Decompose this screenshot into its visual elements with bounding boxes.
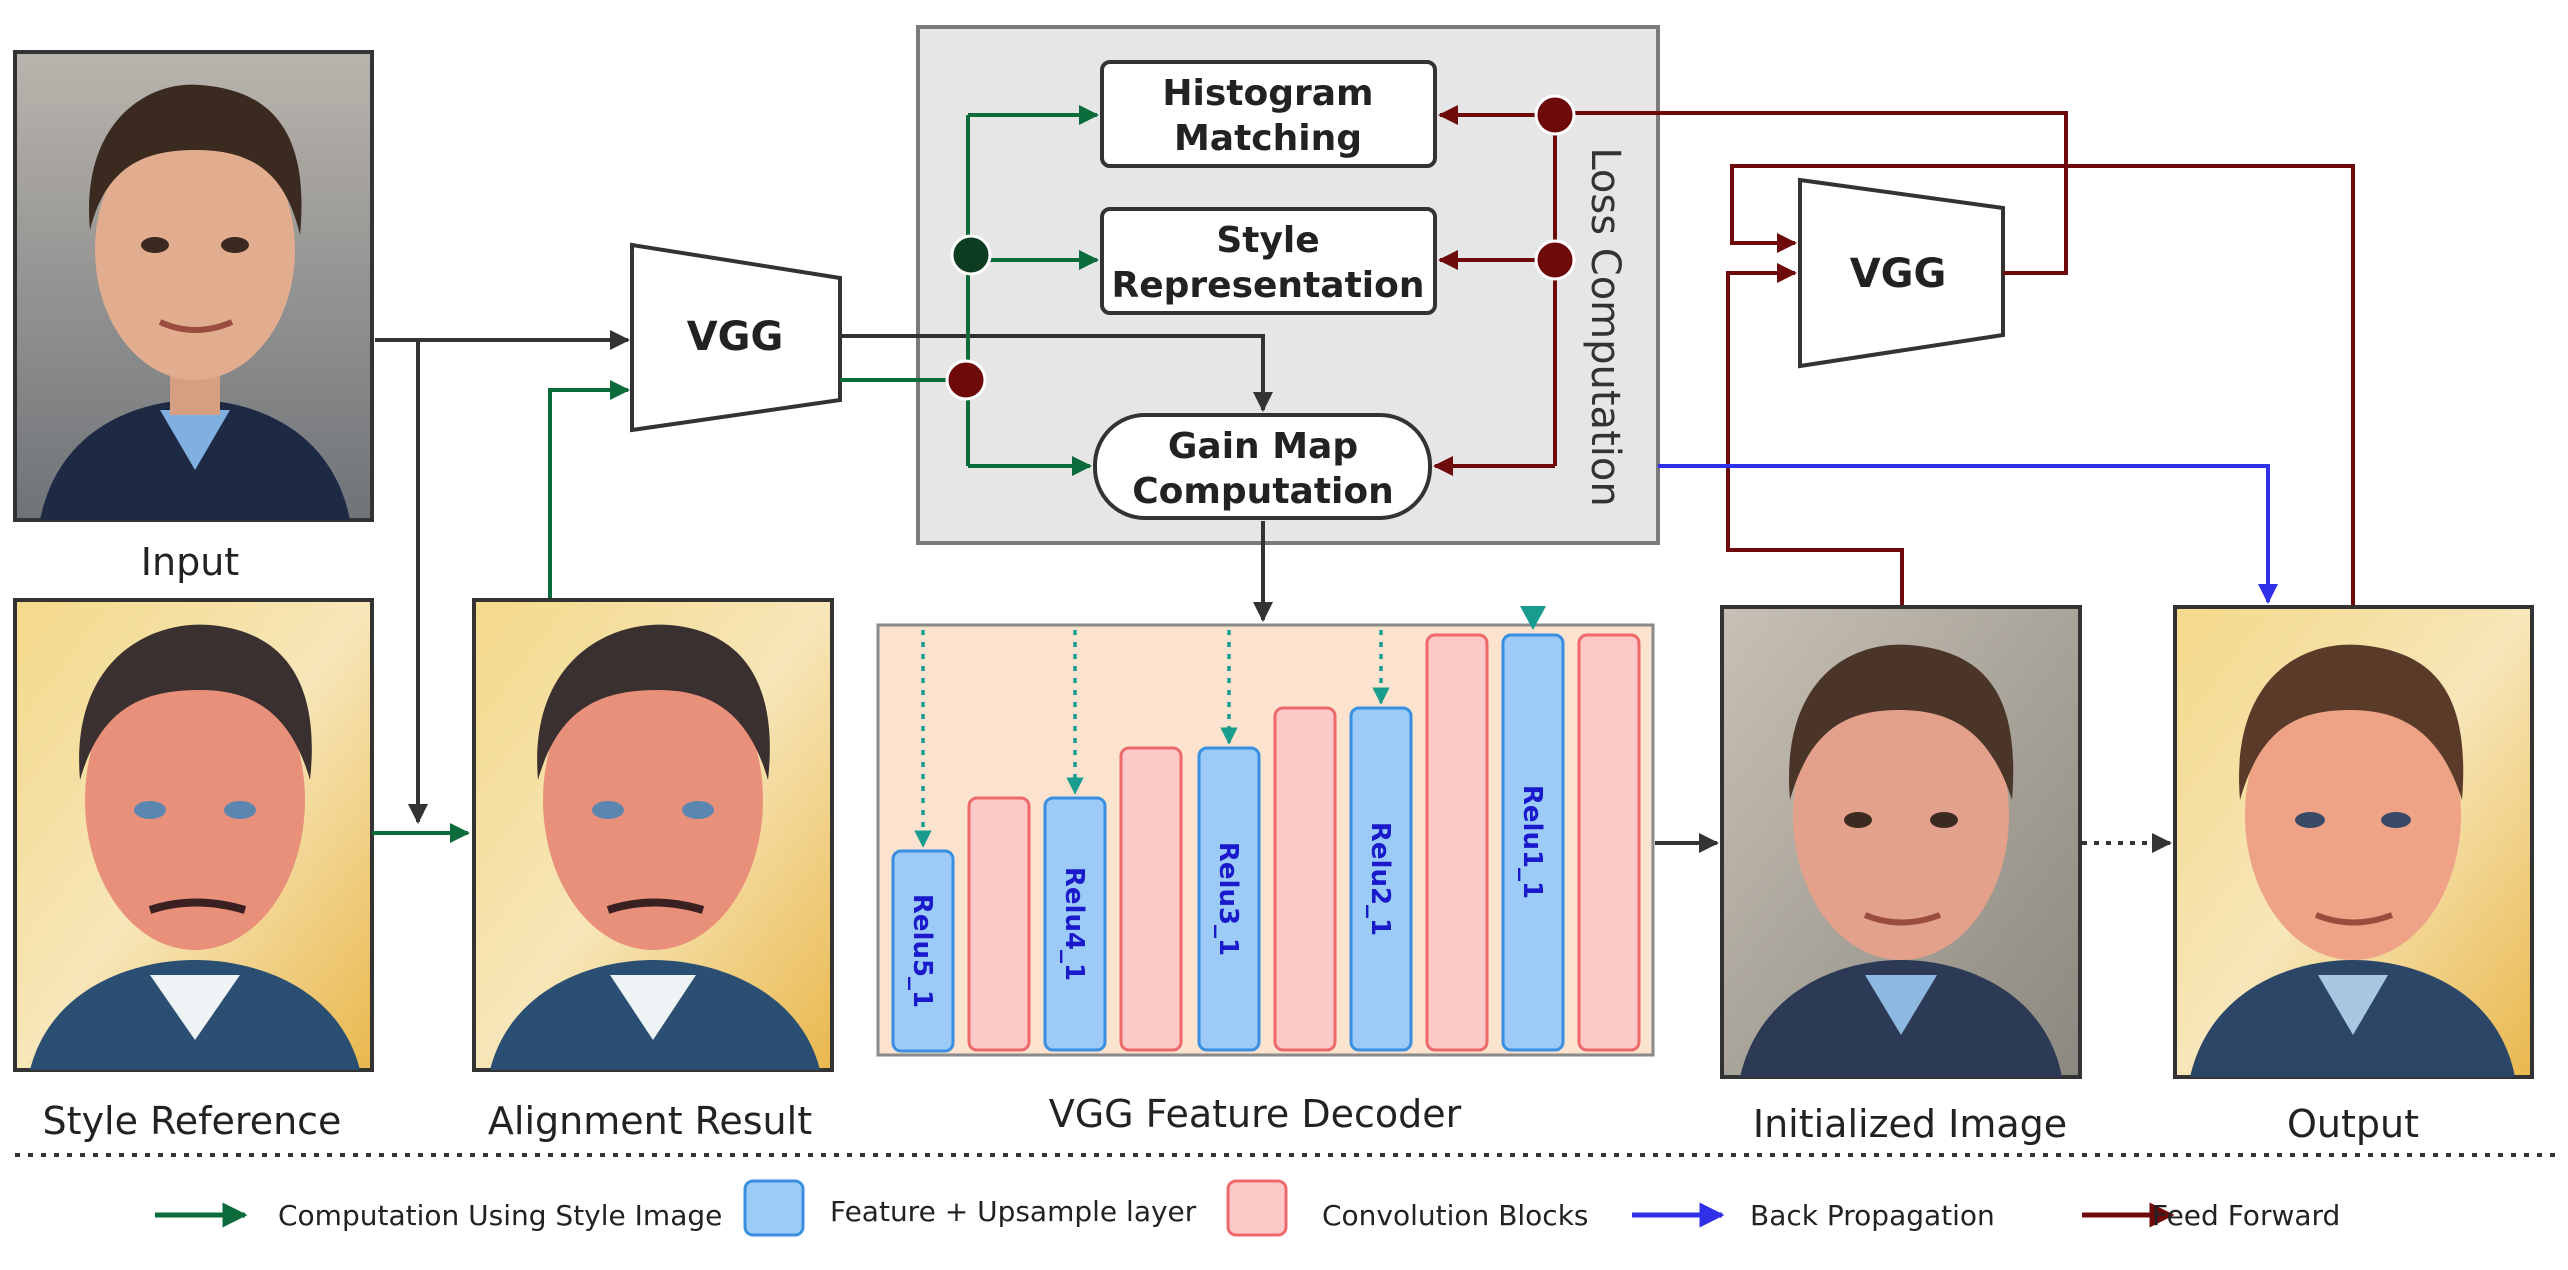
style-representation-block <box>1100 207 1437 315</box>
legend-back-propagation-text: Back Propagation <box>1750 1199 1995 1232</box>
legend-feature-swatch <box>743 1179 805 1237</box>
legend-feed-forward-text: Feed Forward <box>2152 1199 2340 1232</box>
gain-map-line1: Gain Map <box>1168 426 1358 467</box>
feed-forward-node <box>1534 94 1576 136</box>
feed-forward-node <box>1534 239 1576 281</box>
feature-layer-relu1 <box>1501 633 1565 1052</box>
green-junction-node <box>950 234 992 276</box>
vgg-left-label: VGG <box>687 314 784 360</box>
teal-dotted-arrows <box>914 630 1390 848</box>
feature-layer-relu2 <box>1349 706 1413 1052</box>
input-image <box>13 50 374 522</box>
output-image <box>2173 605 2534 1079</box>
relu5-label: Relu5_1 <box>907 894 937 1008</box>
style-reference-image <box>13 598 374 1072</box>
conv-block <box>1273 706 1337 1052</box>
conv-block <box>967 796 1031 1052</box>
initialized-image-label: Initialized Image <box>1753 1102 2067 1146</box>
gain-map-computation-block <box>1093 413 1432 520</box>
teal-arrowhead-top <box>1520 606 1546 630</box>
vgg-right-block <box>1798 177 2005 369</box>
feature-layer-relu5 <box>891 849 955 1053</box>
feature-layer-relu4 <box>1043 796 1107 1052</box>
style-reference-label: Style Reference <box>43 1099 342 1143</box>
decoder-bars <box>891 633 1641 1053</box>
vgg-left-block <box>630 242 842 433</box>
back-propagation-connector <box>1658 464 2278 604</box>
style-representation-line1: Style <box>1216 220 1319 261</box>
legend-style-computation-text: Computation Using Style Image <box>278 1199 722 1232</box>
output-label: Output <box>2287 1102 2419 1146</box>
legend-conv-text: Convolution Blocks <box>1322 1199 1589 1232</box>
legend-conv-swatch <box>1226 1179 1288 1237</box>
gain-map-line2: Computation <box>1132 471 1393 512</box>
legend-feature-text: Feature + Upsample layer <box>830 1195 1197 1228</box>
dark-connectors <box>375 330 2172 853</box>
vgg-feature-decoder-label: VGG Feature Decoder <box>1049 1092 1462 1136</box>
legend: Computation Using Style Image Feature + … <box>155 1179 2340 1237</box>
vgg-right-label: VGG <box>1850 251 1947 297</box>
conv-block <box>1425 633 1489 1052</box>
feature-layer-relu3 <box>1197 746 1261 1052</box>
alignment-result-label: Alignment Result <box>488 1099 812 1143</box>
style-representation-line2: Representation <box>1112 265 1425 306</box>
loss-computation-label: Loss Computation <box>1582 147 1628 506</box>
feed-forward-node <box>945 359 987 401</box>
histogram-matching-line1: Histogram <box>1162 73 1373 114</box>
relu2-label: Relu2_1 <box>1365 822 1395 936</box>
alignment-result-image <box>472 598 834 1072</box>
histogram-matching-block <box>1100 60 1437 168</box>
relu3-label: Relu3_1 <box>1213 842 1243 956</box>
conv-block <box>1119 746 1183 1052</box>
relu1-label: Relu1_1 <box>1517 785 1547 899</box>
initialized-image <box>1720 605 2082 1079</box>
histogram-matching-line2: Matching <box>1174 118 1362 159</box>
relu4-label: Relu4_1 <box>1059 867 1089 981</box>
input-label: Input <box>141 540 239 584</box>
conv-block <box>1577 633 1641 1052</box>
